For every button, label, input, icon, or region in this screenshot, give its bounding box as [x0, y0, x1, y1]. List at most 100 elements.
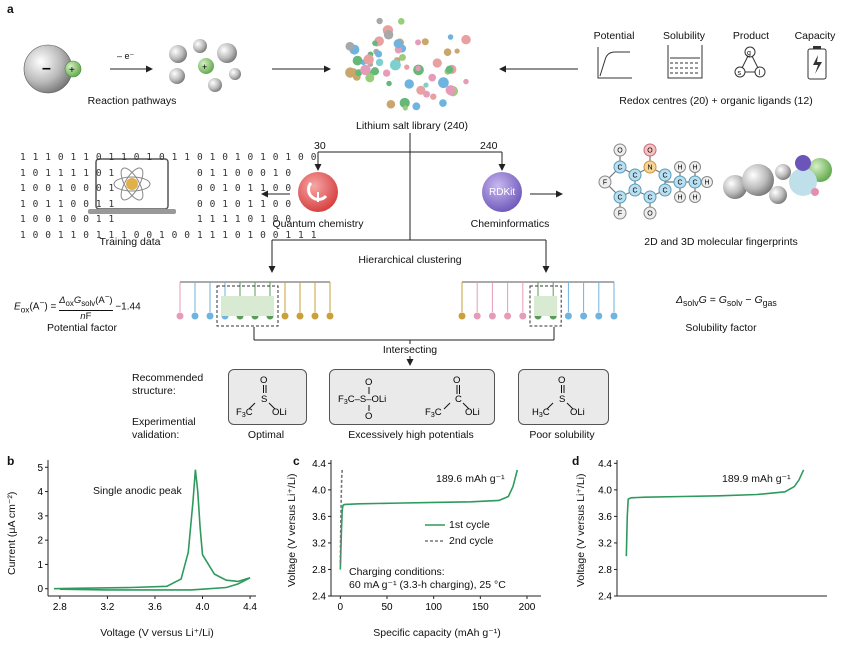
y-tick-label: 3.2: [312, 538, 326, 549]
chart-c-xlabel: Specific capacity (mAh g⁻¹): [373, 627, 501, 639]
training-bits: 1 1 1 0 1 1 0 1 1 0 1 0 1 1 0 1 0 1 0 1 …: [20, 152, 318, 241]
y-tick-label: 3.6: [312, 512, 326, 523]
series-line: [625, 469, 805, 557]
dendrogram-leaf: [326, 312, 334, 320]
svg-text:O: O: [647, 148, 653, 155]
y-tick-label: 4.4: [312, 459, 326, 470]
svg-text:C: C: [617, 195, 622, 202]
svg-text:C: C: [455, 394, 462, 405]
x-tick-label: 4.4: [243, 602, 257, 613]
fingerprints-label: 2D and 3D molecular fingerprints: [644, 236, 798, 248]
svg-text:O: O: [647, 211, 653, 218]
dendrogram-right: [458, 281, 618, 327]
svg-text:H: H: [677, 165, 682, 172]
y-tick-label: 3: [37, 511, 43, 522]
chart-d-ylabel: Voltage (V versus Li⁺/Li): [575, 473, 587, 587]
y-tick-label: 3.2: [598, 538, 612, 549]
chart-b-xlabel: Voltage (V versus Li⁺/Li): [100, 627, 214, 639]
svg-text:F3C–S–OLi: F3C–S–OLi: [338, 394, 386, 406]
x-tick-label: 3.2: [100, 602, 114, 613]
chart-c-note1: Charging conditions:: [349, 566, 445, 578]
x-tick-label: 3.6: [148, 602, 162, 613]
svg-text:O: O: [365, 377, 372, 388]
svg-text:H: H: [677, 195, 682, 202]
series-line: [339, 469, 343, 563]
dendrogram-leaf: [311, 312, 319, 320]
svg-text:H3C: H3C: [532, 407, 550, 419]
svg-text:C: C: [647, 195, 652, 202]
redox-centres-label: Redox centres (20) + organic ligands (12…: [619, 95, 813, 107]
rdkit-logo: [482, 172, 522, 212]
svg-text:O: O: [365, 411, 372, 422]
dendrogram-leaf: [458, 312, 466, 320]
selected-cluster-box: [529, 285, 562, 327]
chart-c-note2: 60 mA g⁻¹ (3.3-h charging), 25 °C: [349, 579, 506, 591]
structure-box-high-potentials: [329, 369, 495, 425]
svg-text:N: N: [647, 165, 652, 172]
x-tick-label: 100: [425, 602, 442, 613]
svg-text:OLi: OLi: [272, 407, 287, 418]
dendrogram-leaf: [580, 312, 588, 320]
reaction-molecule-icon: – + +: [23, 39, 578, 94]
experimental-validation-label: Experimential validation:: [132, 416, 196, 441]
svg-text:g: g: [747, 50, 751, 57]
dendrogram-leaf: [176, 312, 184, 320]
count-30-label: 30: [314, 140, 326, 152]
svg-text:+: +: [69, 65, 75, 76]
high-potentials-label: Excessively high potentials: [348, 429, 474, 441]
series-line: [53, 469, 251, 590]
reaction-pathways-label: Reaction pathways: [87, 95, 177, 107]
svg-text:O: O: [260, 375, 267, 386]
svg-text:–: –: [42, 60, 51, 77]
y-tick-label: 4.4: [598, 459, 612, 470]
svg-text:C: C: [677, 180, 682, 187]
quantum-chemistry-label: Quantum chemistry: [272, 218, 364, 230]
dendrogram-leaf: [296, 312, 304, 320]
svg-text:F3C: F3C: [236, 407, 253, 419]
y-tick-label: 5: [37, 463, 43, 474]
laptop-atom-icon: [88, 158, 176, 214]
panel-label-b: b: [7, 454, 15, 468]
svg-text:O: O: [617, 148, 623, 155]
y-tick-label: 2.8: [312, 565, 326, 576]
svg-text:s: s: [738, 70, 742, 77]
svg-text:OLi: OLi: [570, 407, 585, 418]
x-tick-label: 2.8: [53, 602, 67, 613]
structure-box-poor-solubility: [518, 369, 609, 425]
dendrogram-leaf: [519, 312, 527, 320]
product-icon-label: Product: [732, 30, 770, 42]
svg-text:O: O: [453, 375, 460, 386]
dendrogram-leaf: [488, 312, 496, 320]
capacity-icon-label: Capacity: [794, 30, 836, 42]
y-tick-label: 2.8: [598, 565, 612, 576]
dendrogram-left: [176, 281, 334, 327]
dendrogram-leaf: [281, 312, 289, 320]
potential-equation: Eox(A−) = ΔoxGsolv(A−)nF −1.44: [14, 292, 141, 323]
count-240-label: 240: [480, 140, 498, 152]
x-tick-label: 150: [472, 602, 489, 613]
x-tick-label: 50: [381, 602, 393, 613]
svg-text:O: O: [558, 375, 565, 386]
y-tick-label: 0: [37, 584, 43, 595]
chart-b-annotation: Single anodic peak: [93, 485, 182, 497]
optimal-label: Optimal: [247, 429, 285, 441]
minus-electron-label: – e⁻: [117, 51, 135, 61]
svg-text:H: H: [692, 165, 697, 172]
chart-c-annotation: 189.6 mAh g⁻¹: [436, 473, 505, 485]
dendrogram-leaf: [473, 312, 481, 320]
solubility-icon-label: Solubility: [662, 30, 706, 42]
svg-text:H: H: [704, 180, 709, 187]
3d-fingerprint-molecule-icon: [723, 155, 832, 204]
y-tick-label: 2.4: [312, 592, 326, 603]
svg-text:C: C: [662, 188, 667, 195]
y-tick-label: 2.4: [598, 592, 612, 603]
panel-label-d: d: [572, 454, 580, 468]
library-branch-lines: [261, 133, 563, 273]
svg-text:S: S: [559, 394, 565, 405]
y-tick-label: 4.0: [312, 485, 326, 496]
